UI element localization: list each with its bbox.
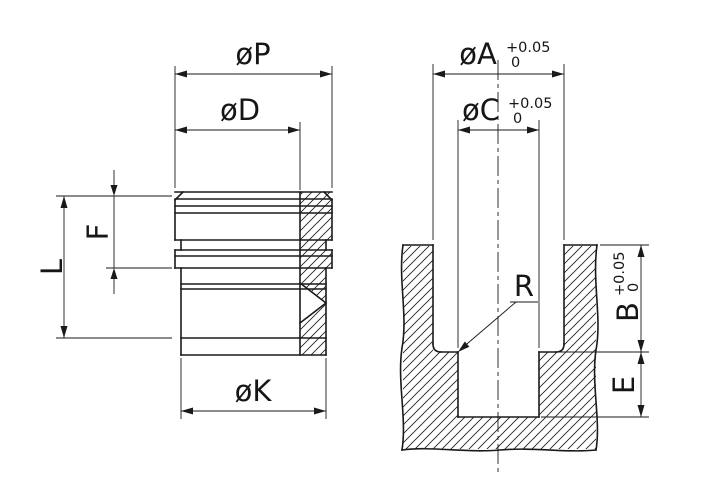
arrowhead <box>60 196 68 208</box>
radius-label: R <box>514 269 534 303</box>
dim-p: øP <box>174 37 333 188</box>
part-outline <box>173 190 334 356</box>
arrowhead <box>433 70 445 78</box>
dim-label-b-group: B +0.05 0 <box>611 252 645 322</box>
dim-label-d: øD <box>220 93 260 127</box>
dim-f: F <box>81 170 172 294</box>
hatch-area <box>403 246 433 352</box>
arrowhead <box>110 268 118 279</box>
dim-d: øD <box>175 93 301 190</box>
dim-tol-a-lower: 0 <box>511 55 520 71</box>
left-view: øP øD øK L <box>35 37 334 419</box>
dim-l: L <box>35 195 172 339</box>
dim-label-f: F <box>81 224 115 241</box>
arrowhead <box>637 245 645 257</box>
arrowhead <box>637 352 645 364</box>
leader-line <box>460 301 517 350</box>
arrowhead <box>637 405 645 417</box>
hatch-area <box>403 417 596 449</box>
dim-tol-b-upper: +0.05 <box>612 252 628 296</box>
arrowhead <box>458 341 470 352</box>
dim-label-c: øC <box>462 93 500 127</box>
dim-tol-c-upper: +0.05 <box>508 96 552 112</box>
dim-r: R <box>458 269 538 352</box>
dim-a: øA +0.05 0 <box>432 37 565 240</box>
arrowhead <box>175 70 187 78</box>
dim-label-l: L <box>35 259 69 275</box>
block-outline <box>399 244 599 452</box>
dim-label-k: øK <box>235 374 273 408</box>
arrowhead <box>60 326 68 338</box>
arrowhead <box>175 126 187 134</box>
arrowhead <box>458 126 470 134</box>
dim-tol-c-lower: 0 <box>513 111 522 127</box>
dim-tol-b-lower: 0 <box>626 283 642 292</box>
right-view: øA +0.05 0 øC +0.05 0 R B <box>399 37 649 472</box>
break-line <box>401 447 597 452</box>
arrowhead <box>288 126 300 134</box>
hatch-area <box>300 250 332 268</box>
dim-tol-a-upper: +0.05 <box>506 40 550 56</box>
hatch-area <box>403 352 458 417</box>
fillet-radius <box>555 343 565 353</box>
dim-b: B +0.05 0 <box>558 244 649 353</box>
arrowhead <box>637 340 645 352</box>
block-hatch <box>403 246 596 449</box>
hatch-area <box>539 352 596 417</box>
break-line <box>593 244 599 451</box>
hatch-area <box>564 246 596 352</box>
hatch-area <box>300 240 326 250</box>
dim-label-e: E <box>607 376 641 394</box>
arrowhead <box>552 70 564 78</box>
dim-c: øC +0.05 0 <box>457 93 552 348</box>
arrowhead <box>110 185 118 196</box>
lip-line <box>298 301 328 325</box>
dim-label-a: øA <box>459 37 497 71</box>
dim-label-b: B <box>611 302 645 322</box>
dim-label-p: øP <box>235 37 270 71</box>
dim-k: øK <box>180 358 327 419</box>
lip-line <box>298 281 328 305</box>
part-section-hatch <box>300 192 332 355</box>
hatch-area <box>300 268 326 355</box>
fillet-radius <box>432 343 442 353</box>
arrowhead <box>314 407 326 415</box>
hatch-area <box>300 192 332 240</box>
arrowhead <box>320 70 332 78</box>
arrowhead <box>181 407 193 415</box>
break-line <box>399 244 405 451</box>
arrowhead <box>527 126 539 134</box>
dim-e: E <box>541 352 649 418</box>
